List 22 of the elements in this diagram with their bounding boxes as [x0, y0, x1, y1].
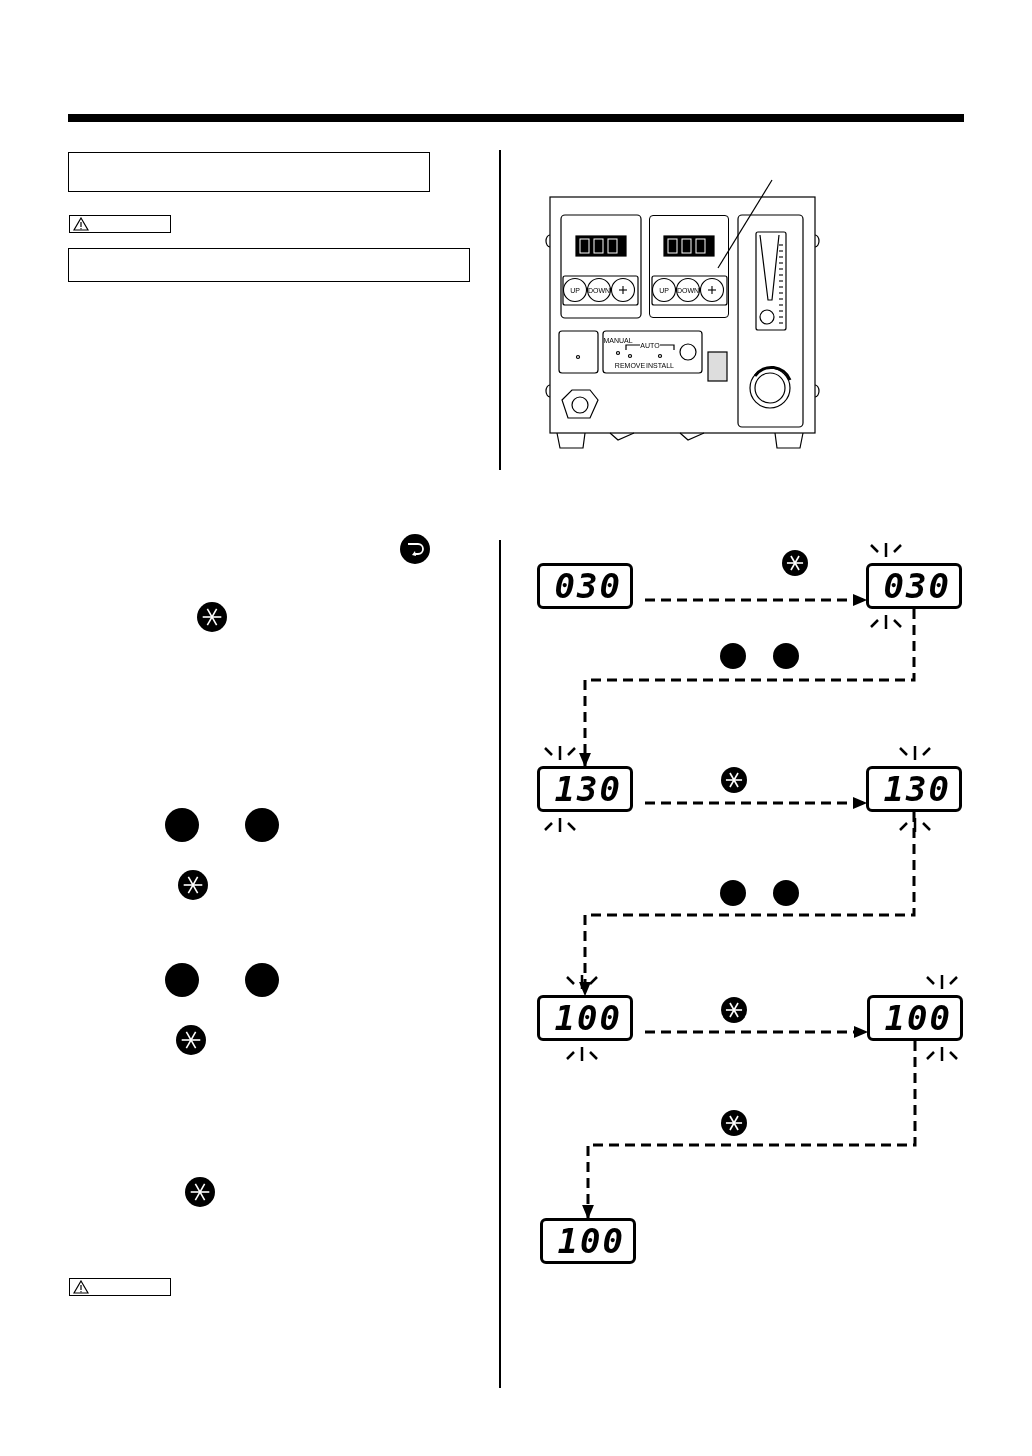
lcd-display: [537, 563, 633, 609]
dashed-arrow: [645, 594, 868, 606]
lcd-display: [866, 563, 962, 609]
display-panel: [649, 215, 729, 318]
display-digits: 100: [554, 1001, 622, 1035]
display-digits: 100: [884, 1001, 952, 1035]
lcd-display: [537, 995, 633, 1041]
leader-line: [717, 179, 773, 269]
display-digits: 130: [554, 772, 622, 806]
display-digits: 100: [557, 1224, 625, 1258]
lcd-display: [867, 995, 963, 1041]
dashed-arrow: [579, 609, 916, 768]
dashed-arrow: [645, 1026, 869, 1038]
lcd-display: [540, 1218, 636, 1264]
display-digits: 130: [883, 772, 951, 806]
display-digits: 030: [883, 569, 951, 603]
dashed-arrow: [579, 812, 916, 997]
dashed-arrow: [582, 1041, 917, 1220]
lcd-display: [866, 766, 962, 812]
display-digits: 030: [554, 569, 622, 603]
dashed-arrow: [645, 797, 868, 809]
lcd-display: [537, 766, 633, 812]
